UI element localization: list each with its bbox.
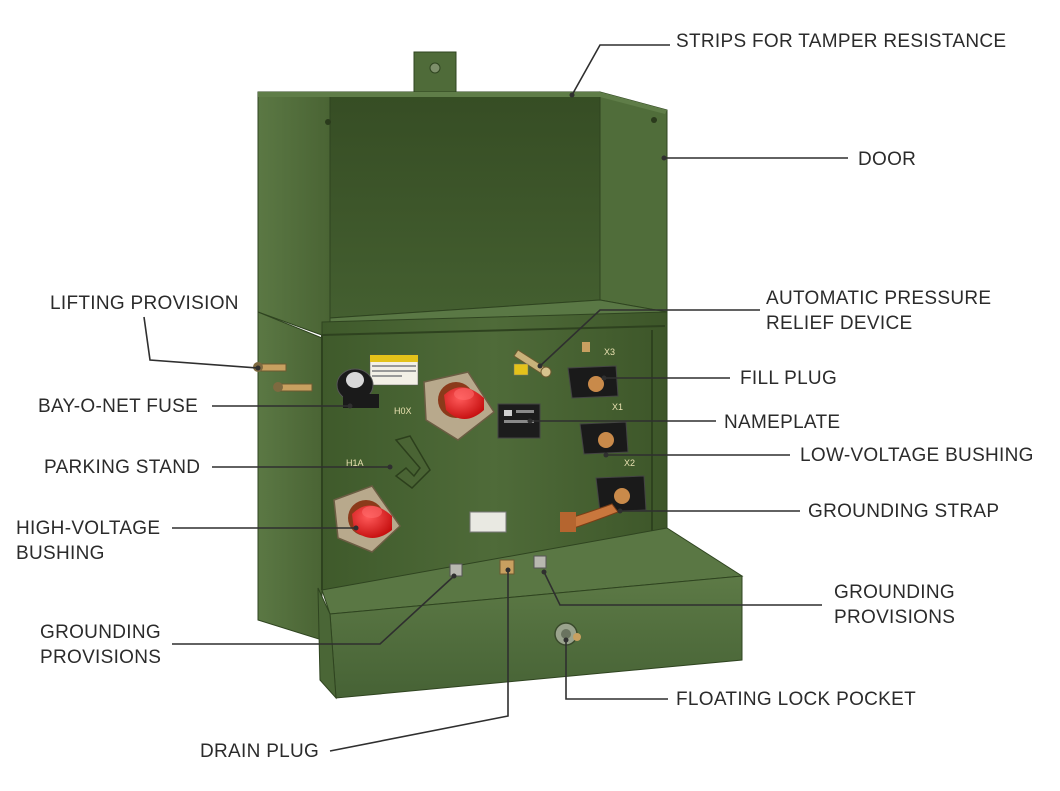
label-strips-text: STRIPS FOR TAMPER RESISTANCE: [676, 31, 1007, 52]
label-drain-plug: DRAIN PLUG: [200, 739, 319, 764]
label-lifting-provision: LIFTING PROVISION: [50, 291, 239, 316]
parking-stand-hook: [394, 435, 431, 489]
hv-bushing-lower: [333, 485, 401, 553]
label-grounding-right-line1: GROUNDING: [834, 582, 955, 603]
mark-x3: X3: [604, 347, 615, 357]
label-grounding-provisions-right: GROUNDING PROVISIONS: [834, 580, 955, 630]
label-strap-text: GROUNDING STRAP: [808, 501, 1000, 522]
floor-fittings: [449, 555, 547, 577]
label-lock-text: FLOATING LOCK POCKET: [676, 689, 917, 710]
lv-bushing-x1: [579, 421, 629, 455]
label-grounding-right-line2: PROVISIONS: [834, 607, 956, 628]
label-grounding-left-line2: PROVISIONS: [40, 647, 162, 668]
leader-grounding-right: [543, 571, 822, 606]
lv-bushing-x3: [567, 342, 619, 399]
sill: [317, 527, 744, 700]
label-nameplate: NAMEPLATE: [724, 410, 840, 435]
door: [257, 51, 668, 341]
bayonet-fuse: [336, 368, 379, 408]
label-parking-text: PARKING STAND: [44, 457, 201, 478]
mark-x1: X1: [612, 402, 623, 412]
leader-lines: [143, 44, 848, 752]
label-pressure-relief: AUTOMATIC PRESSURE RELIEF DEVICE: [766, 286, 991, 336]
grounding-strap-part: [560, 503, 619, 532]
mark-h0x: H0X: [394, 406, 412, 416]
hv-bushing-upper: [423, 371, 496, 441]
leader-drain: [329, 570, 509, 752]
label-lifting-text: LIFTING PROVISION: [50, 293, 239, 314]
leader-lifting: [143, 316, 259, 369]
label-grounding-left-line1: GROUNDING: [40, 622, 161, 643]
leader-strips: [571, 44, 670, 96]
label-floating-lock: FLOATING LOCK POCKET: [676, 687, 916, 712]
label-lv-bushing: LOW-VOLTAGE BUSHING: [800, 443, 1034, 468]
label-strips-tamper: STRIPS FOR TAMPER RESISTANCE: [676, 29, 1006, 54]
label-hv-line2: BUSHING: [16, 543, 105, 564]
label-door: DOOR: [858, 147, 916, 172]
label-fill-text: FILL PLUG: [740, 368, 838, 389]
label-nameplate-text: NAMEPLATE: [724, 412, 841, 433]
label-lv-text: LOW-VOLTAGE BUSHING: [800, 445, 1034, 466]
label-pressure-line1: AUTOMATIC PRESSURE: [766, 288, 992, 309]
label-hv-line1: HIGH-VOLTAGE: [16, 518, 161, 539]
leader-pressure: [539, 309, 760, 367]
label-grounding-strap: GROUNDING STRAP: [808, 499, 999, 524]
label-hv-bushing: HIGH-VOLTAGE BUSHING: [16, 516, 160, 566]
label-fill-plug: FILL PLUG: [740, 366, 837, 391]
label-parking-stand: PARKING STAND: [44, 455, 200, 480]
label-drain-text: DRAIN PLUG: [200, 741, 320, 762]
warning-label: [369, 354, 419, 386]
rating-plate: [469, 511, 507, 533]
label-pressure-line2: RELIEF DEVICE: [766, 313, 913, 334]
label-door-text: DOOR: [858, 149, 917, 170]
leader-lock: [565, 640, 668, 700]
pressure-relief-valve: [513, 349, 552, 378]
mark-x2: X2: [624, 458, 635, 468]
leader-grounding-left: [172, 575, 455, 645]
label-bayonet-text: BAY-O-NET FUSE: [38, 396, 199, 417]
mark-h1a: H1A: [346, 458, 364, 468]
label-grounding-provisions-left: GROUNDING PROVISIONS: [40, 620, 161, 670]
lv-bushing-x2: [595, 475, 647, 513]
label-bayonet-fuse: BAY-O-NET FUSE: [38, 394, 198, 419]
